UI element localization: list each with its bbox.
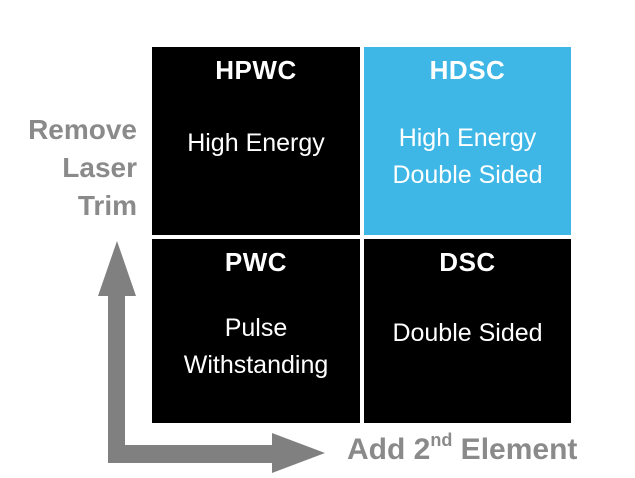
right-arrowhead-icon (272, 433, 325, 473)
x-axis-label-prefix: Add 2 (347, 433, 431, 466)
y-axis-arrow (98, 241, 136, 463)
quadrant-title: HDSC (429, 55, 506, 85)
quadrant-body-line: Double Sided (392, 319, 543, 347)
quadrant-body-line: Pulse (224, 313, 288, 342)
quadrant-title: PWC (224, 247, 288, 277)
y-axis-label-line: Remove (28, 114, 137, 145)
quadrant-pwc: PWC Pulse Withstanding (152, 239, 360, 423)
quadrant-body: High Energy Double Sided (364, 86, 571, 235)
y-axis-shaft (108, 294, 125, 463)
quadrant-title: DSC (439, 247, 496, 277)
x-axis-shaft (108, 445, 272, 463)
quadrant-hdsc: HDSC High Energy Double Sided (364, 47, 571, 235)
x-axis-arrow (108, 433, 325, 473)
x-axis-label: Add 2nd Element (347, 430, 578, 467)
quadrant-hpwc: HPWC High Energy (152, 47, 360, 235)
x-axis-label-superscript: nd (430, 430, 453, 450)
up-arrowhead-icon (98, 241, 136, 296)
quadrant-body-line: Withstanding (183, 350, 329, 379)
y-axis-label: Remove Laser Trim (0, 111, 137, 225)
quadrant-body-line: Double Sided (392, 160, 543, 189)
x-axis-label-suffix: Element (452, 433, 578, 466)
quadrant-title: HPWC (215, 55, 297, 85)
quadrant-body-line: High Energy (187, 129, 325, 157)
quadrant-body-line: High Energy (398, 123, 537, 152)
quadrant-body: High Energy (152, 73, 360, 222)
y-axis-label-line: Laser (62, 152, 137, 183)
quadrant-matrix: HPWC High Energy HDSC High Energy Double… (152, 47, 571, 423)
quadrant-dsc: DSC Double Sided (364, 239, 571, 423)
quadrant-body: Pulse Withstanding (152, 278, 360, 423)
quadrant-body: Double Sided (364, 265, 571, 410)
y-axis-label-line: Trim (77, 190, 137, 221)
